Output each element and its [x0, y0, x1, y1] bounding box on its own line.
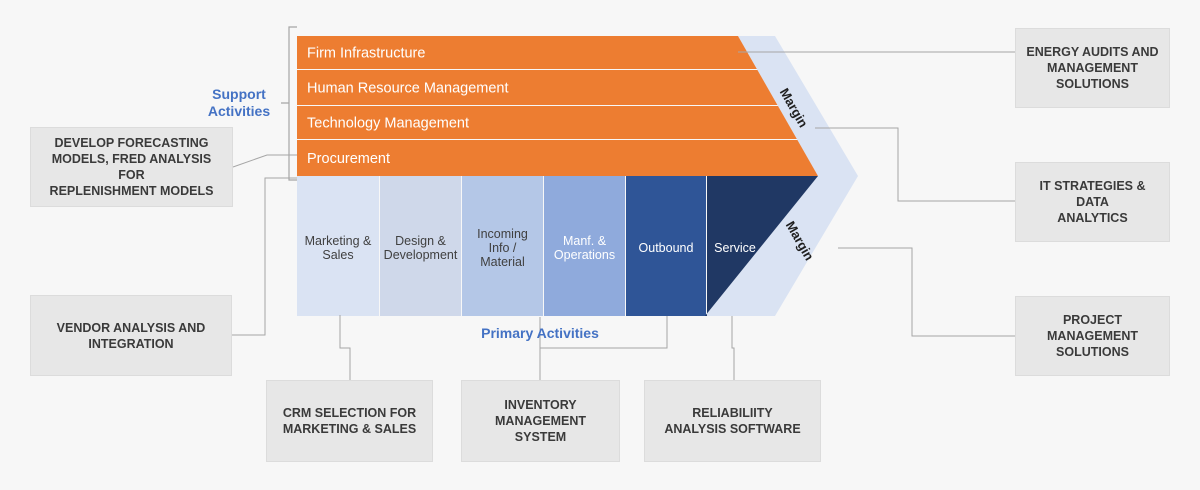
primary-column-5 [626, 176, 706, 316]
connector-lines [232, 51, 1015, 380]
callout-forecasting-models: DEVELOP FORECASTING MODELS, FRED ANALYSI… [30, 127, 233, 207]
primary-column-label: Service [714, 241, 756, 255]
primary-column-label: Manf. &Operations [554, 234, 615, 262]
support-row-2 [297, 70, 778, 105]
primary-column-1 [297, 176, 379, 316]
callout-it-strategies: IT STRATEGIES & DATA ANALYTICS [1015, 162, 1170, 242]
support-row-4 [297, 140, 818, 176]
callout-project-management: PROJECT MANAGEMENT SOLUTIONS [1015, 296, 1170, 376]
margin-chevron [705, 36, 858, 316]
support-row-1 [297, 36, 757, 69]
callout-vendor-analysis: VENDOR ANALYSIS AND INTEGRATION [30, 295, 232, 376]
callout-energy-audits: ENERGY AUDITS AND MANAGEMENT SOLUTIONS [1015, 28, 1170, 108]
support-activities-label: Support Activities [207, 86, 271, 119]
callout-crm-selection: CRM SELECTION FOR MARKETING & SALES [266, 380, 433, 462]
primary-column-label: Marketing &Sales [305, 234, 372, 262]
primary-activities-columns: Marketing &Sales Design &Development Incom… [297, 176, 818, 316]
primary-column-label: Design &Development [384, 234, 458, 262]
support-bracket [281, 26, 297, 181]
support-row-label: Human Resource Management [307, 81, 509, 97]
support-row-label: Technology Management [307, 116, 469, 132]
primary-column-4 [544, 176, 625, 316]
primary-column-label: Outbound [639, 241, 694, 255]
primary-column-6 [705, 176, 818, 316]
callout-inventory-management: INVENTORY MANAGEMENT SYSTEM [461, 380, 620, 462]
support-row-label: Procurement [307, 151, 390, 167]
primary-column-2 [380, 176, 461, 316]
support-row-label: Firm Infrastructure [307, 46, 425, 62]
callout-reliability-analysis: RELIABILIITY ANALYSIS SOFTWARE [644, 380, 821, 462]
primary-column-3 [462, 176, 543, 316]
primary-activities-label: Primary Activities [481, 325, 599, 341]
support-row-3 [297, 106, 797, 139]
